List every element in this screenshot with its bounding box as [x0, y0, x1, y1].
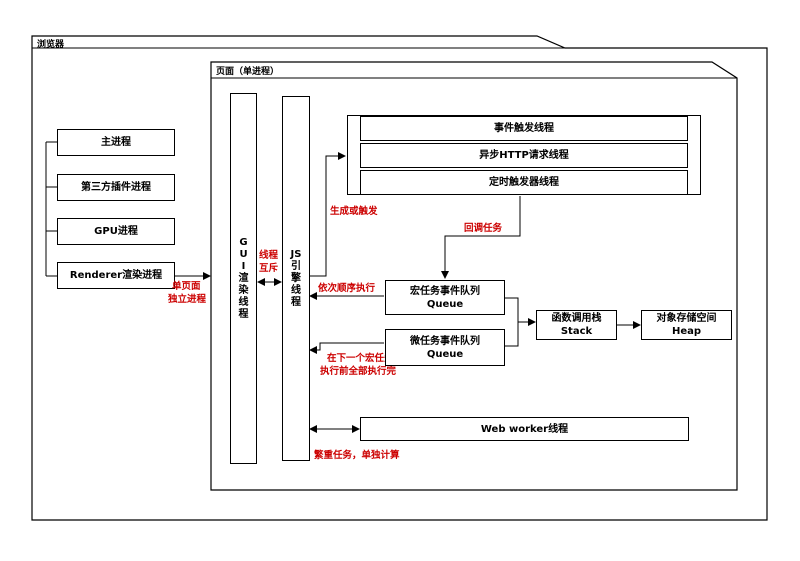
- main-process-box[interactable]: 主进程: [57, 129, 175, 156]
- queues-merge-line: [505, 297, 519, 347]
- before-next-macro-line1: 在下一个宏任务: [327, 353, 394, 364]
- callback-arrow: [441, 196, 521, 279]
- micro-queue-box[interactable]: 微任务事件队列 Queue: [385, 329, 505, 366]
- callback-task-label: 回调任务: [464, 223, 503, 234]
- renderer-process-box[interactable]: Renderer渲染进程: [57, 262, 175, 289]
- generate-trigger-label: 生成或触发: [330, 206, 378, 217]
- gui-char: U: [239, 248, 248, 260]
- event-trigger-thread-box[interactable]: 事件触发线程: [360, 116, 688, 141]
- call-stack-box[interactable]: 函数调用栈 Stack: [536, 310, 617, 340]
- renderer-note-line1: 单页面: [172, 281, 201, 292]
- heap-subtitle: Heap: [671, 326, 702, 337]
- micro-queue-title: 微任务事件队列: [410, 335, 480, 347]
- main-process-label: 主进程: [101, 137, 131, 148]
- plugin-process-box[interactable]: 第三方插件进程: [57, 174, 175, 201]
- gui-char: 程: [238, 308, 249, 320]
- page-label: 页面（单进程）: [216, 67, 280, 77]
- mutex-label-line2: 互斥: [259, 263, 279, 274]
- micro-to-js-arrow: [309, 342, 384, 354]
- browser-label: 浏览器: [37, 40, 65, 50]
- http-thread-box[interactable]: 异步HTTP请求线程: [360, 143, 688, 168]
- timer-thread-box[interactable]: 定时触发器线程: [360, 170, 688, 195]
- mutex-label-line1: 线程: [259, 250, 279, 261]
- gui-char: 线: [238, 296, 249, 308]
- gui-thread-label: G U I 渲 染 线 程: [239, 237, 249, 321]
- timer-thread-label: 定时触发器线程: [489, 177, 559, 188]
- generate-trigger-arrow: [310, 152, 346, 277]
- macro-queue-title: 宏任务事件队列: [410, 285, 480, 297]
- macro-queue-subtitle: Queue: [426, 298, 464, 310]
- http-thread-label: 异步HTTP请求线程: [479, 150, 569, 161]
- gui-char: I: [241, 260, 246, 272]
- renderer-note-line2: 独立进程: [168, 294, 207, 305]
- js-char: 程: [291, 296, 301, 308]
- page-frame: [210, 61, 738, 491]
- js-char: 引: [291, 260, 301, 272]
- heap-box[interactable]: 对象存储空间 Heap: [641, 310, 732, 340]
- js-char: 线: [291, 284, 301, 296]
- process-tree-lines: [45, 141, 57, 277]
- gpu-process-box[interactable]: GPU进程: [57, 218, 175, 245]
- gui-thread-box[interactable]: G U I 渲 染 线 程: [230, 93, 257, 464]
- js-char: JS: [290, 248, 302, 260]
- heap-title: 对象存储空间: [656, 313, 717, 324]
- gui-char: 渲: [238, 272, 249, 284]
- call-stack-title: 函数调用栈: [551, 313, 602, 324]
- macro-queue-box[interactable]: 宏任务事件队列 Queue: [385, 280, 505, 315]
- js-thread-box[interactable]: JS 引 擎 线 程: [282, 96, 310, 461]
- gui-char: G: [239, 236, 248, 248]
- sequential-exec-label: 依次顺序执行: [318, 283, 376, 294]
- gui-char: 染: [238, 284, 249, 296]
- micro-queue-subtitle: Queue: [426, 348, 464, 360]
- call-stack-subtitle: Stack: [560, 326, 593, 337]
- web-worker-box[interactable]: Web worker线程: [360, 417, 689, 441]
- js-thread-label: JS 引 擎 线 程: [291, 249, 302, 309]
- before-next-macro-line2: 执行前全部执行完: [320, 366, 397, 377]
- web-worker-label: Web worker线程: [480, 423, 569, 435]
- event-trigger-thread-label: 事件触发线程: [494, 123, 554, 134]
- plugin-process-label: 第三方插件进程: [81, 182, 151, 193]
- js-char: 擎: [291, 272, 301, 284]
- renderer-process-label: Renderer渲染进程: [69, 270, 163, 281]
- gpu-process-label: GPU进程: [94, 226, 138, 237]
- heavy-task-label: 繁重任务，单独计算: [314, 450, 400, 461]
